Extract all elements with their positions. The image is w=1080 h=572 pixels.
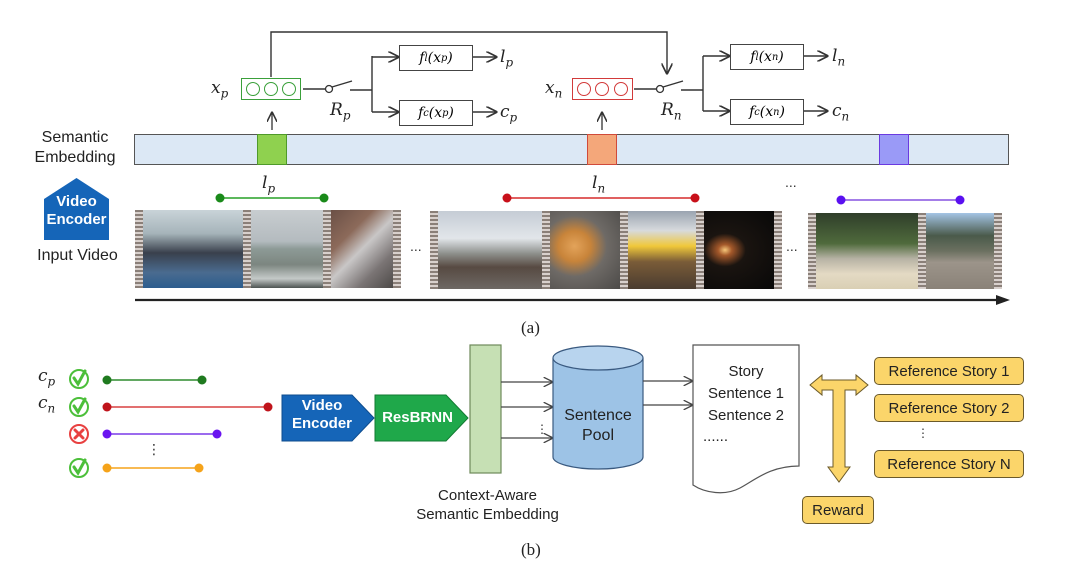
feature-node-icon (577, 82, 592, 96)
story-ellipsis: ...... (703, 428, 729, 446)
segment-other (836, 195, 965, 205)
proposal-segment-negative (102, 402, 273, 412)
reference-story-2: Reference Story 2 (874, 394, 1024, 422)
story-document (692, 344, 800, 494)
feedback-arrow (270, 31, 667, 77)
check-icon (69, 458, 89, 478)
caption-a: (a) (521, 318, 540, 337)
input-video-label: Input Video (37, 247, 118, 264)
segment-ln-label: ln (592, 173, 606, 196)
panel-a-connectors (135, 31, 1010, 305)
arrows-vertical-ellipsis: ⋮ (536, 422, 548, 436)
feature-node-icon (264, 82, 278, 96)
video-frame (550, 211, 620, 289)
xp-feature-vector (241, 78, 301, 100)
video-frame (251, 210, 323, 288)
feature-node-icon (246, 82, 260, 96)
switch-rp-blade (331, 80, 353, 88)
reference-story-1: Reference Story 1 (874, 357, 1024, 385)
xn-label: xn (545, 78, 563, 101)
embedding-segment-other (879, 134, 909, 165)
proposal-segment-positive (102, 375, 207, 385)
cross-icon (69, 424, 89, 444)
resbrnn-label: ResBRNN (382, 409, 453, 426)
cp-output: cp (500, 102, 518, 125)
video-encoder-shape (44, 178, 109, 240)
story-title: Story (728, 363, 764, 380)
embedding-segment-negative (587, 134, 617, 165)
film-strip-2 (430, 211, 782, 289)
cn-output: cn (832, 101, 850, 124)
check-icon (69, 369, 89, 389)
switch-rp-pivot (324, 84, 334, 94)
proposal-vertical-ellipsis: ⋮ (147, 441, 161, 457)
comparison-arrow (809, 373, 869, 483)
caption-b: (b) (521, 540, 541, 559)
video-encoder-label: Video Encoder (46, 193, 107, 228)
ellipsis-top: ... (785, 174, 797, 190)
story-sentence: Sentence 1 (708, 384, 784, 402)
ellipsis-frames-1: ... (410, 238, 422, 254)
story-sentence: Sentence 2 (708, 406, 784, 424)
xp-label: xp (211, 78, 229, 101)
reference-vertical-ellipsis: ⋮ (917, 426, 929, 440)
video-frame (438, 211, 542, 289)
video-encoder-chevron (281, 394, 375, 442)
video-encoder-b-label: Video Encoder (291, 397, 352, 432)
embedding-caption: Context-Aware Semantic Embedding (416, 487, 559, 523)
sentence-pool-cylinder (552, 345, 644, 470)
xn-feature-vector (572, 78, 633, 100)
video-encoder-block: Video Encoder (43, 177, 110, 241)
video-frame (628, 211, 696, 289)
feature-node-icon (282, 82, 296, 96)
rn-label: Rn (661, 100, 682, 123)
reference-story-n: Reference Story N (874, 450, 1024, 478)
rp-label: Rp (330, 100, 351, 123)
film-strip-3 (808, 213, 1002, 289)
lp-output: lp (500, 47, 514, 70)
check-icon (69, 397, 89, 417)
feature-node-icon (613, 82, 628, 96)
story-text: Story Sentence 1 Sentence 2 ...... (693, 361, 799, 448)
feature-node-icon (595, 82, 610, 96)
video-frame (704, 211, 774, 289)
proposal-cn-label: cn (38, 393, 56, 416)
reward-box: Reward (802, 496, 874, 524)
proposal-cp-label: cp (38, 366, 56, 389)
switch-rn-pivot (655, 84, 665, 94)
ln-output: ln (832, 46, 846, 69)
ellipsis-frames-2: ... (786, 238, 798, 254)
resbrnn-chevron (374, 394, 469, 442)
film-strip-1 (135, 210, 401, 288)
proposal-segment-other (102, 429, 222, 439)
video-frame (331, 210, 393, 288)
video-frame (816, 213, 918, 289)
video-frame (143, 210, 251, 288)
panel-b-connectors (102, 344, 869, 494)
proposal-segment-last (102, 463, 204, 473)
segment-lp-label: lp (262, 173, 276, 196)
video-frame (926, 213, 994, 289)
embedding-segment-positive (257, 134, 287, 165)
segment-ln (502, 193, 700, 203)
segment-lp (215, 193, 329, 203)
sentence-pool-label: Sentence Pool (564, 407, 632, 444)
context-aware-embedding-column (469, 344, 502, 474)
semantic-embedding-label: Semantic Embedding (34, 129, 116, 166)
switch-rn-blade (662, 80, 684, 88)
